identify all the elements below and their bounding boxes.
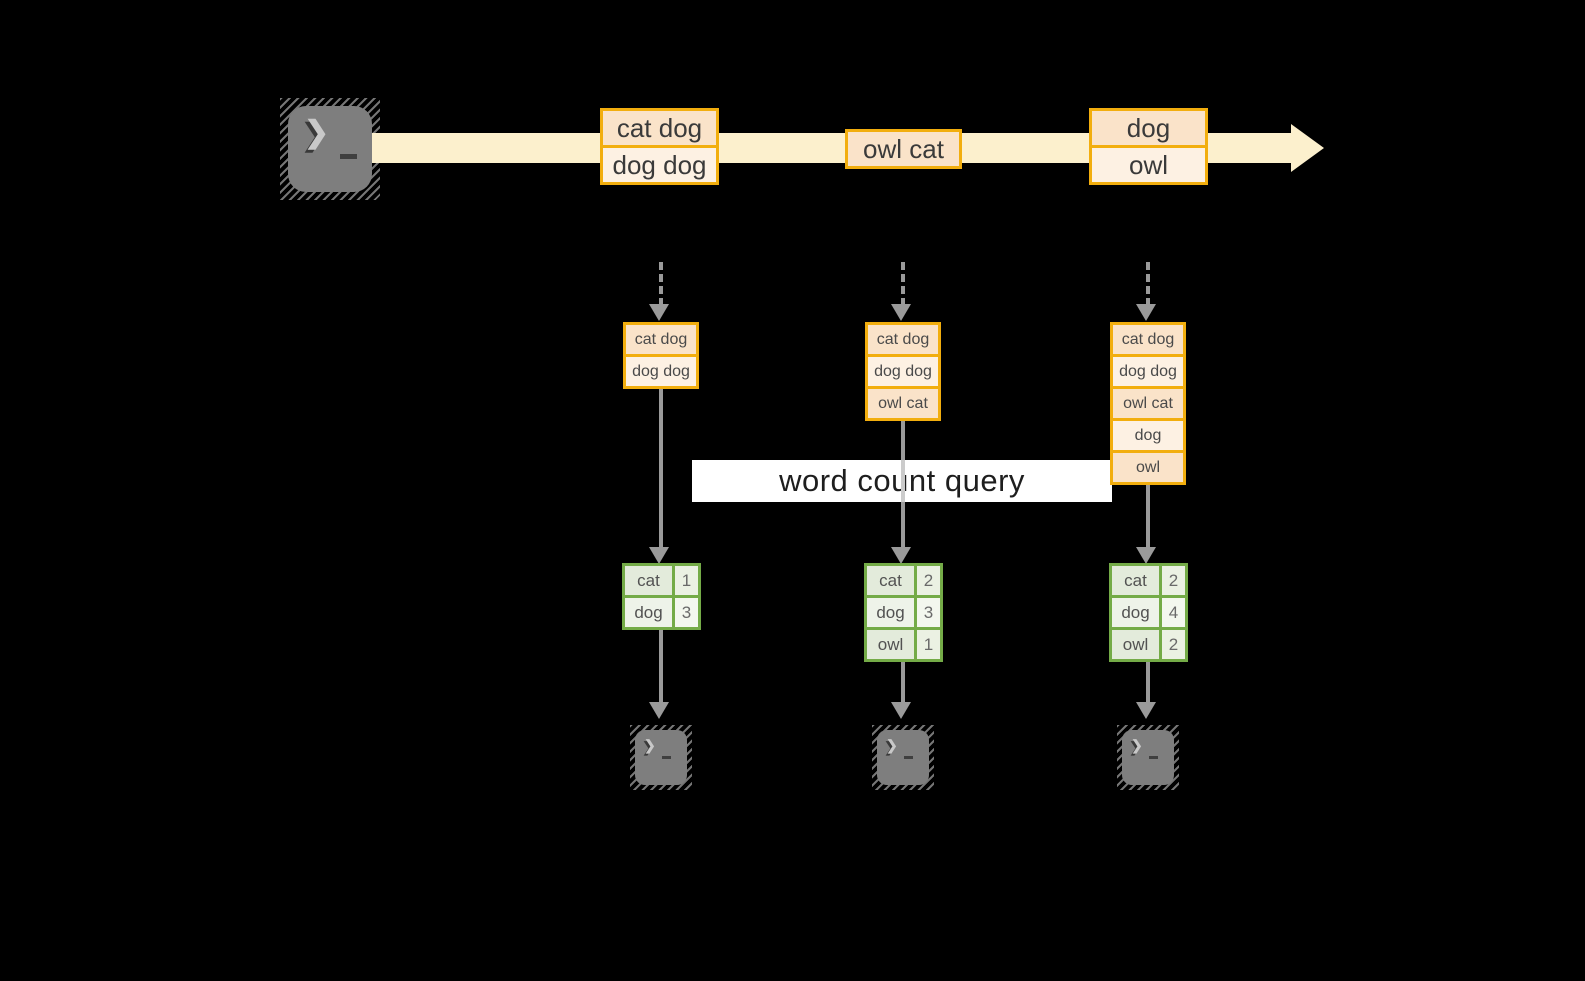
stream-event: owl xyxy=(1089,145,1208,185)
flow-arrowhead-icon xyxy=(1136,702,1156,719)
dashed-arrow xyxy=(1146,262,1150,306)
worker-terminal-icon: ❯ xyxy=(872,725,934,790)
worker-terminal-icon: ❯ xyxy=(1117,725,1179,790)
word-cell: owl xyxy=(1112,630,1159,659)
message-buffer-stack: cat dog dog dog xyxy=(623,322,699,389)
flow-arrowhead-icon xyxy=(891,702,911,719)
word-cell: cat xyxy=(625,566,672,595)
word-count-table: cat 2 dog 4 owl 2 xyxy=(1109,563,1188,662)
count-cell: 2 xyxy=(1162,566,1185,595)
buffer-row: cat dog xyxy=(626,325,696,357)
buffer-row: cat dog xyxy=(1113,325,1183,357)
message-buffer-stack: cat dog dog dog owl cat dog owl xyxy=(1110,322,1186,485)
count-cell: 3 xyxy=(917,598,940,627)
stream-event: owl cat xyxy=(845,129,962,169)
word-cell: dog xyxy=(867,598,914,627)
prompt-chevron-icon: ❯ xyxy=(886,737,898,753)
terminal-screen: ❯ xyxy=(288,106,372,192)
count-cell: 2 xyxy=(1162,630,1185,659)
buffer-row: cat dog xyxy=(868,325,938,357)
prompt-underscore-icon xyxy=(662,756,671,759)
count-cell: 2 xyxy=(917,566,940,595)
flow-arrowhead-icon xyxy=(891,547,911,564)
word-cell: dog xyxy=(625,598,672,627)
word-cell: owl xyxy=(867,630,914,659)
prompt-underscore-icon xyxy=(904,756,913,759)
terminal-screen: ❯ xyxy=(1122,730,1174,785)
count-cell: 1 xyxy=(917,630,940,659)
flow-arrow xyxy=(659,389,663,547)
word-cell: dog xyxy=(1112,598,1159,627)
prompt-chevron-icon: ❯ xyxy=(644,737,656,753)
message-buffer-stack: cat dog dog dog owl cat xyxy=(865,322,941,421)
flow-arrow xyxy=(1146,485,1150,547)
buffer-row: dog dog xyxy=(1113,357,1183,389)
stream-event: cat dog xyxy=(600,108,719,148)
flow-arrow xyxy=(659,630,663,702)
flow-arrowhead-icon xyxy=(649,702,669,719)
buffer-row: owl xyxy=(1113,453,1183,482)
flow-arrowhead-icon xyxy=(1136,547,1156,564)
flow-arrow xyxy=(901,662,905,702)
dashed-arrow xyxy=(659,262,663,306)
buffer-row: dog dog xyxy=(626,357,696,386)
stream-event: dog xyxy=(1089,108,1208,148)
word-count-table: cat 1 dog 3 xyxy=(622,563,701,630)
source-terminal-icon: ❯ xyxy=(280,98,380,200)
prompt-underscore-icon xyxy=(340,154,357,159)
prompt-underscore-icon xyxy=(1149,756,1158,759)
dashed-arrowhead-icon xyxy=(649,304,669,321)
prompt-chevron-icon: ❯ xyxy=(304,116,330,149)
buffer-row: owl cat xyxy=(1113,389,1183,421)
dashed-arrow xyxy=(901,262,905,306)
word-cell: cat xyxy=(1112,566,1159,595)
buffer-row: dog xyxy=(1113,421,1183,453)
stream-arrowhead-icon xyxy=(1291,124,1324,172)
count-cell: 4 xyxy=(1162,598,1185,627)
word-cell: cat xyxy=(867,566,914,595)
terminal-screen: ❯ xyxy=(877,730,929,785)
flow-arrow xyxy=(1146,662,1150,702)
count-cell: 1 xyxy=(675,566,698,595)
prompt-chevron-icon: ❯ xyxy=(1131,737,1143,753)
dashed-arrowhead-icon xyxy=(1136,304,1156,321)
buffer-row: owl cat xyxy=(868,389,938,418)
word-count-table: cat 2 dog 3 owl 1 xyxy=(864,563,943,662)
terminal-screen: ❯ xyxy=(635,730,687,785)
flow-arrow-over-banner xyxy=(901,460,905,502)
flow-arrowhead-icon xyxy=(649,547,669,564)
buffer-row: dog dog xyxy=(868,357,938,389)
count-cell: 3 xyxy=(675,598,698,627)
dashed-arrowhead-icon xyxy=(891,304,911,321)
worker-terminal-icon: ❯ xyxy=(630,725,692,790)
stream-event: dog dog xyxy=(600,145,719,185)
